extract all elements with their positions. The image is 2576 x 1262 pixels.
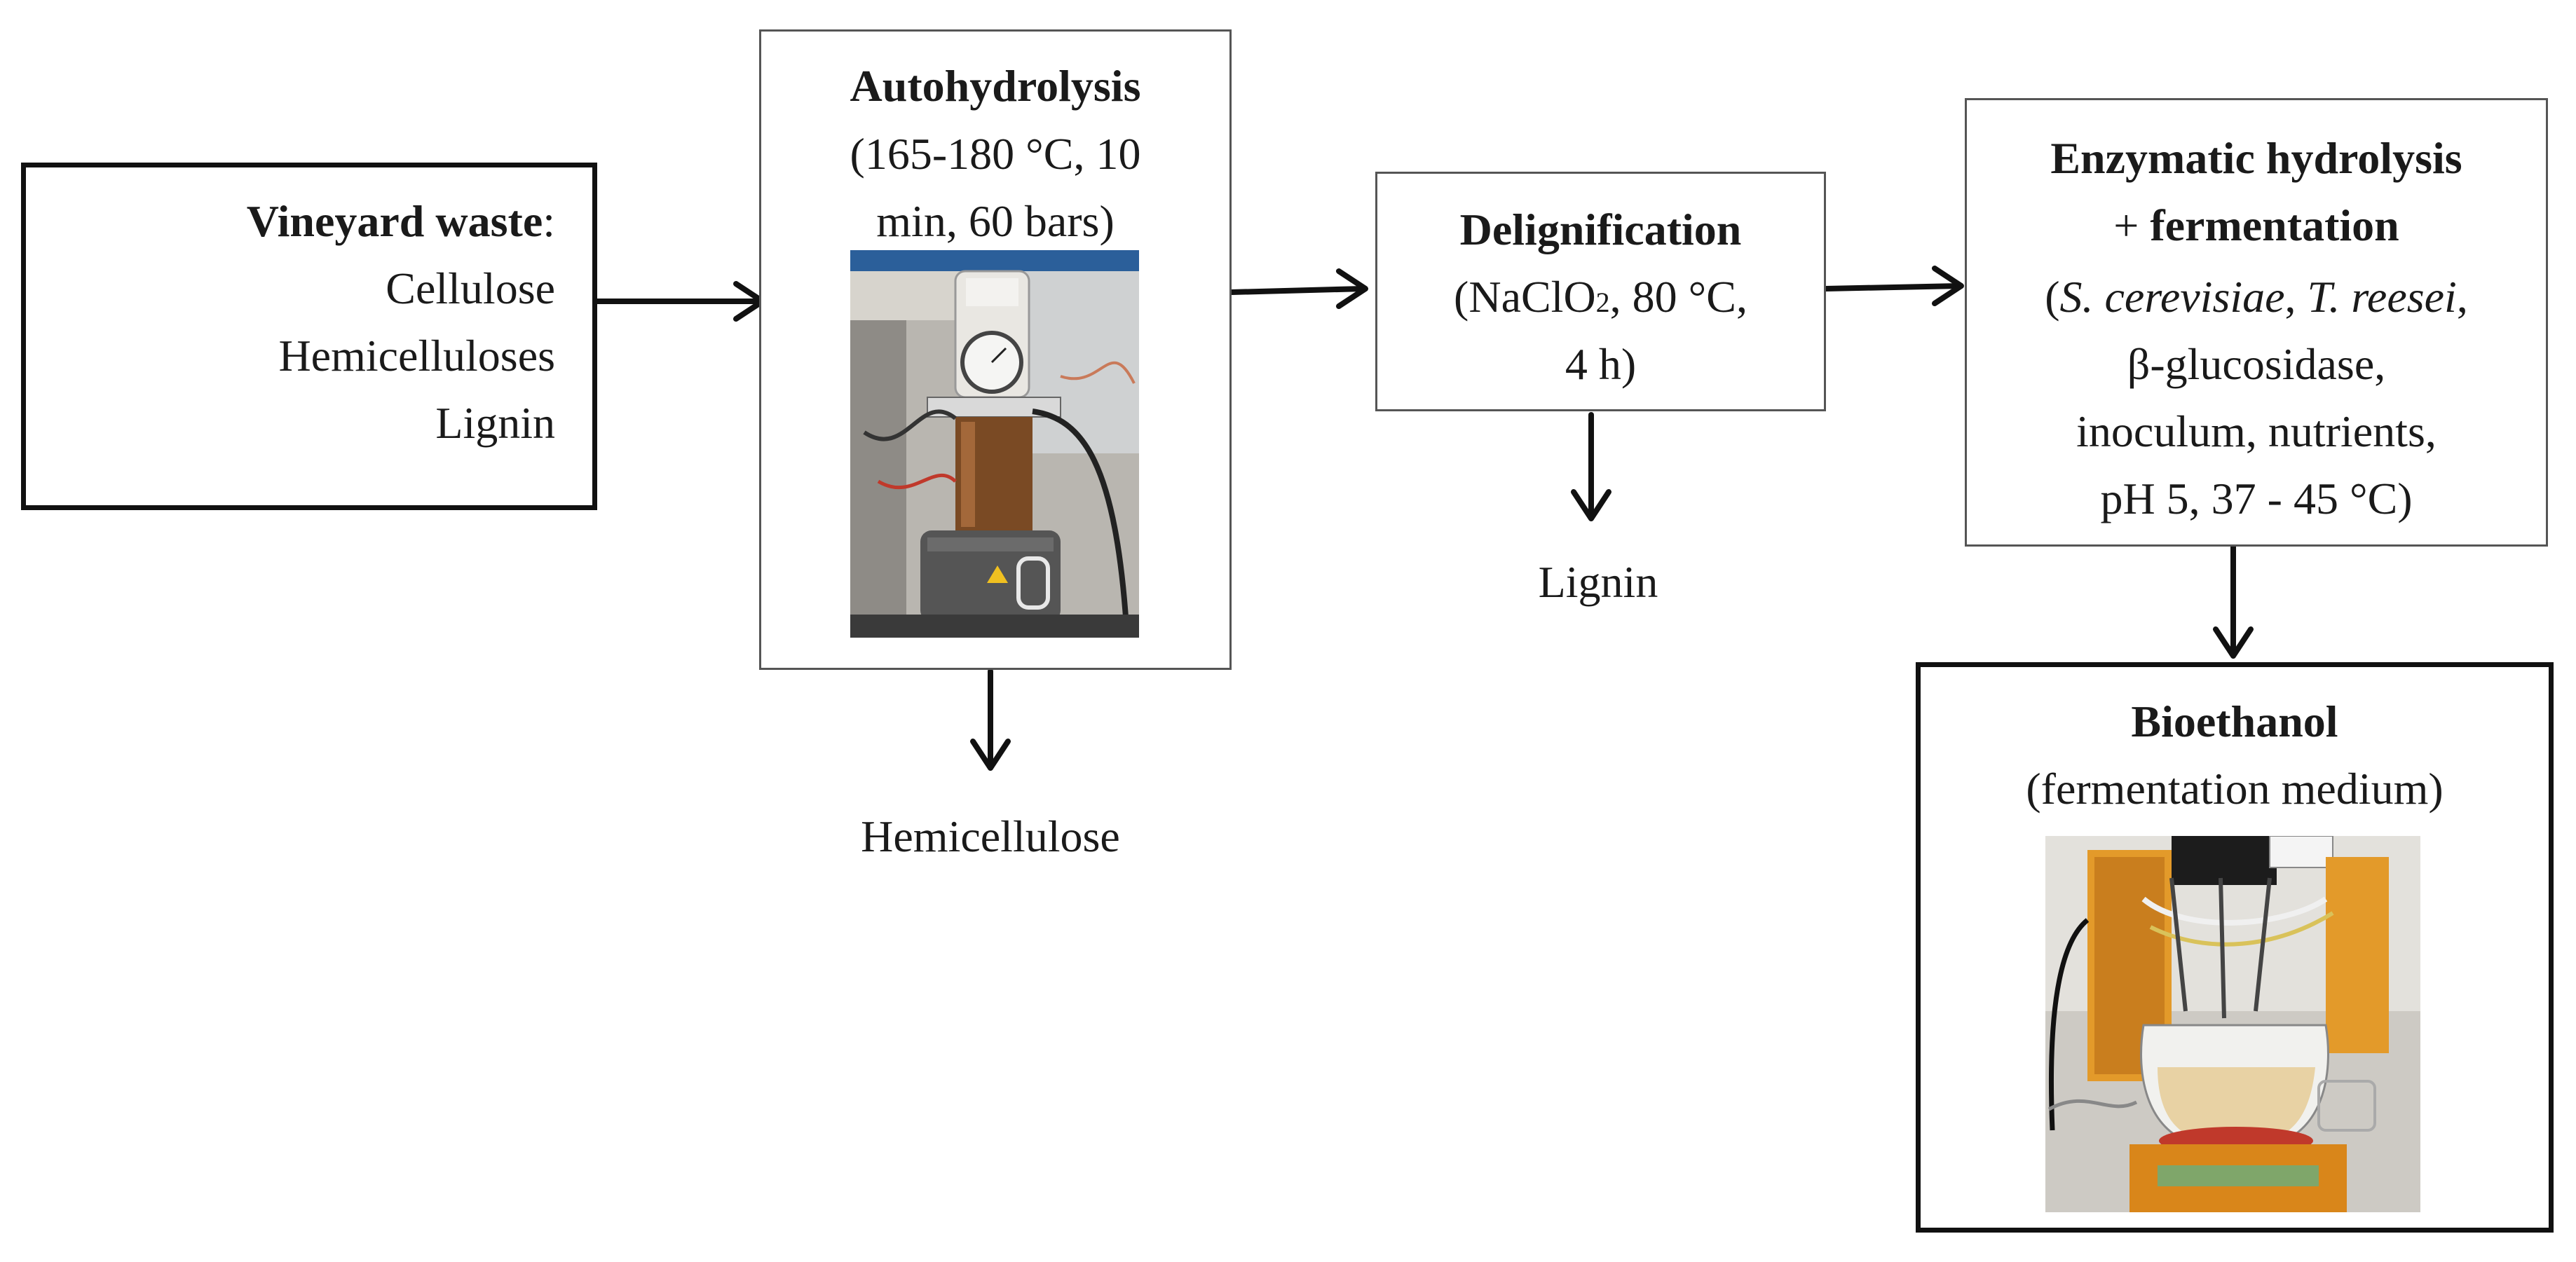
enzymatic-title-line2: + fermentation [2113, 200, 2399, 250]
lignin-output-label: Lignin [1538, 557, 1658, 607]
delignification-box [1375, 172, 1826, 411]
arrow-autohydrolysis-to-delignification [1229, 268, 1368, 309]
delignification-title: Delignification [1459, 205, 1742, 254]
enzymatic-title-line1: Enzymatic hydrolysis [2050, 133, 2462, 183]
vineyard-item-hemicelluloses: Hemicelluloses [278, 331, 555, 380]
bioethanol-title: Bioethanol [2131, 697, 2338, 746]
pressure-reactor-photo [850, 250, 1139, 638]
bioreactor-fermenter-photo [2045, 836, 2420, 1212]
autohydrolysis-conditions-line2: min, 60 bars) [876, 196, 1115, 246]
delignification-conditions-line1: (NaClO2, 80 °C, [1454, 272, 1747, 322]
enzymatic-conditions-line3: inoculum, nutrients, [2076, 406, 2437, 456]
enzymatic-conditions-line2: β-glucosidase, [2127, 339, 2386, 389]
arrow-delignification-to-enzymatic [1823, 266, 1964, 306]
enzymatic-conditions-line4: pH 5, 37 - 45 °C) [2100, 474, 2413, 523]
arrow-vineyard-to-autohydrolysis [594, 281, 765, 322]
enzymatic-organisms-line: (S. cerevisiae, T. reesei, [2045, 272, 2468, 322]
arrow-enzymatic-to-bioethanol [2213, 544, 2254, 659]
arrow-autohydrolysis-to-hemicellulose [970, 668, 1011, 771]
arrow-delignification-to-lignin [1571, 412, 1611, 521]
autohydrolysis-conditions-line1: (165-180 °C, 10 [850, 129, 1141, 179]
autohydrolysis-title: Autohydrolysis [850, 61, 1141, 111]
delignification-conditions-line2: 4 h) [1565, 339, 1637, 389]
vineyard-item-cellulose: Cellulose [386, 263, 555, 313]
vineyard-waste-title: Vineyard waste: [246, 196, 555, 246]
bioethanol-subtitle: (fermentation medium) [2026, 764, 2444, 814]
vineyard-item-lignin: Lignin [435, 398, 555, 448]
hemicellulose-output-label: Hemicellulose [861, 811, 1120, 861]
vineyard-waste-box [21, 163, 597, 510]
enzymatic-hydrolysis-box [1965, 98, 2548, 547]
